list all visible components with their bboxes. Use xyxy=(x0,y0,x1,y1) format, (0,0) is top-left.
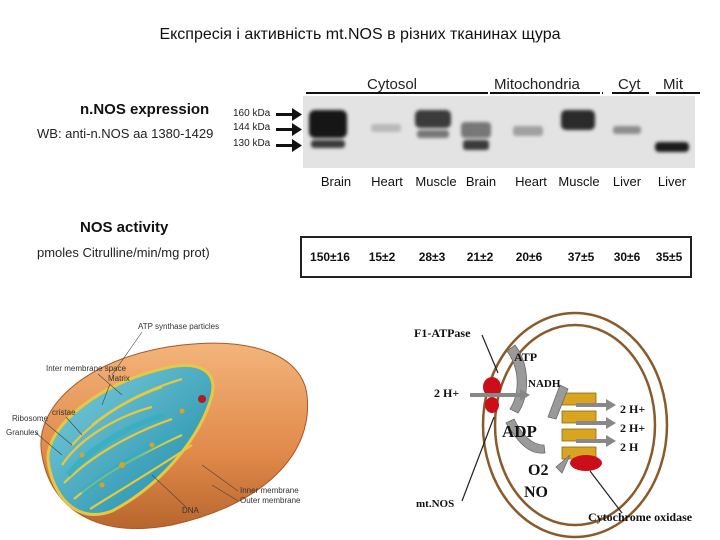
expression-heading: n.NOS expression xyxy=(80,101,210,118)
activity-value: 20±6 xyxy=(515,250,543,264)
activity-value: 15±2 xyxy=(368,250,396,264)
label-mtnos: mt.NOS xyxy=(416,498,454,510)
header-mit: Mit xyxy=(663,76,683,93)
lane-label: Liver xyxy=(657,174,687,189)
lane-label: Heart xyxy=(515,174,547,189)
label-outer-membrane: Outer membrane xyxy=(240,496,301,505)
lane-label: Brain xyxy=(465,174,497,189)
label-2h-left: 2 H+ xyxy=(434,386,459,400)
label-f1-atpase: F1-ATPase xyxy=(414,326,471,340)
label-adp: ADP xyxy=(502,422,537,441)
label-dna: DNA xyxy=(182,506,200,515)
label-cytochrome-oxidase: Cytochrome oxidase xyxy=(588,510,693,524)
label-2h-right-3: 2 H xyxy=(620,440,639,454)
label-atp: ATP xyxy=(514,350,537,364)
activity-value: 21±2 xyxy=(466,250,494,264)
marker-arrows xyxy=(276,108,302,152)
western-blot-image xyxy=(303,96,695,168)
label-atp-synthase: ATP synthase particles xyxy=(138,322,219,331)
antibody-label: WB: anti-n.NOS aa 1380-1429 xyxy=(37,126,214,141)
fraction-underlines xyxy=(306,91,700,95)
lane-label: Brain xyxy=(320,174,352,189)
activity-value: 30±6 xyxy=(613,250,641,264)
activity-value: 37±5 xyxy=(567,250,595,264)
label-o2: O2 xyxy=(528,462,548,479)
label-cristae: cristae xyxy=(52,408,76,417)
header-mitochondria: Mitochondria xyxy=(494,76,580,93)
membrane-schematic: F1-ATPase ATP NADH 2 H+ ADP 2 H+ 2 H+ 2 … xyxy=(414,311,693,539)
marker-160: 160 kDa xyxy=(233,108,271,119)
lane-label: Heart xyxy=(371,174,403,189)
label-2h-right-2: 2 H+ xyxy=(620,421,645,435)
label-granules: Granules xyxy=(6,428,38,437)
lane-label: Muscle xyxy=(415,174,457,189)
slide-title: Експресія і активність mt.NOS в різних т… xyxy=(159,26,561,43)
activity-heading: NOS activity xyxy=(80,219,169,236)
label-2h-right-1: 2 H+ xyxy=(620,402,645,416)
activity-values-box xyxy=(300,236,692,278)
label-nadh: NADH xyxy=(528,378,561,390)
mitochondrion-illustration: ATP synthase particles Inter membrane sp… xyxy=(6,322,309,529)
label-no: NO xyxy=(524,484,548,501)
activity-value: 35±5 xyxy=(655,250,683,264)
lane-label: Muscle xyxy=(558,174,600,189)
activity-value: 28±3 xyxy=(418,250,446,264)
lane-label: Liver xyxy=(612,174,642,189)
label-inter-membrane: Inter membrane space xyxy=(46,364,127,373)
marker-130: 130 kDa xyxy=(233,138,271,149)
activity-units: pmoles Citrulline/min/mg prot) xyxy=(37,245,210,260)
header-cyt: Cyt xyxy=(618,76,641,93)
label-matrix: Matrix xyxy=(108,374,130,383)
activity-value: 150±16 xyxy=(310,250,350,264)
label-ribosome: Ribosome xyxy=(12,414,49,423)
label-inner-membrane: Inner membrane xyxy=(240,486,299,495)
marker-144: 144 kDa xyxy=(233,122,271,133)
header-cytosol: Cytosol xyxy=(367,76,418,93)
